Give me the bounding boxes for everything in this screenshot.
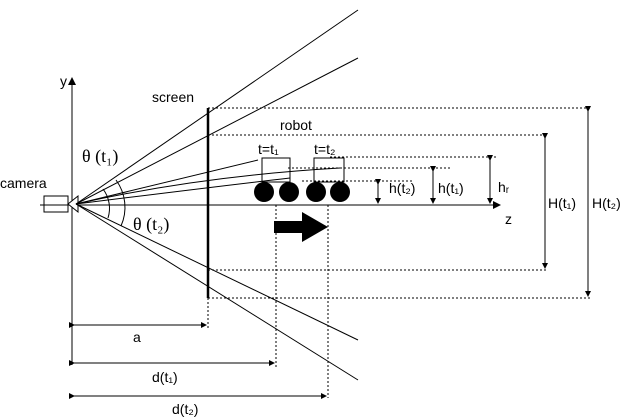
robot-wheels [254, 182, 350, 202]
h-t2-label: h(t₂) [389, 180, 415, 196]
d-t2-label: d(t₂) [172, 401, 198, 417]
h-t1-label: h(t₁) [438, 180, 464, 196]
theta-t2-label: θ (t₂) [133, 214, 169, 235]
theta-t1-label: θ (t₁) [82, 146, 118, 167]
robot-body-t1 [261, 157, 291, 183]
camera-label: camera [0, 175, 47, 191]
screen-label: screen [152, 89, 194, 105]
d-t1-label: d(t₁) [152, 369, 178, 385]
robot-body-t2 [313, 157, 345, 183]
z-axis-label: z [505, 211, 512, 227]
t-eq-t1-label: t=t₁ [258, 141, 279, 157]
a-label: a [133, 329, 141, 345]
theta-t2-arc [102, 188, 110, 219]
view-rays [75, 9, 359, 381]
robot-label: robot [280, 117, 312, 133]
motion-arrow [274, 212, 328, 242]
drop-lines [207, 205, 329, 398]
camera-icon [43, 194, 79, 214]
H-t1-label: H(t₁) [548, 195, 576, 211]
t-eq-t2-label: t=t₂ [314, 141, 335, 157]
h-r-label: hᵣ [498, 179, 510, 195]
y-axis-label: y [60, 73, 67, 89]
H-t2-label: H(t₂) [592, 195, 621, 211]
theta-t1-arc [115, 179, 126, 227]
projection-lines [208, 107, 592, 299]
